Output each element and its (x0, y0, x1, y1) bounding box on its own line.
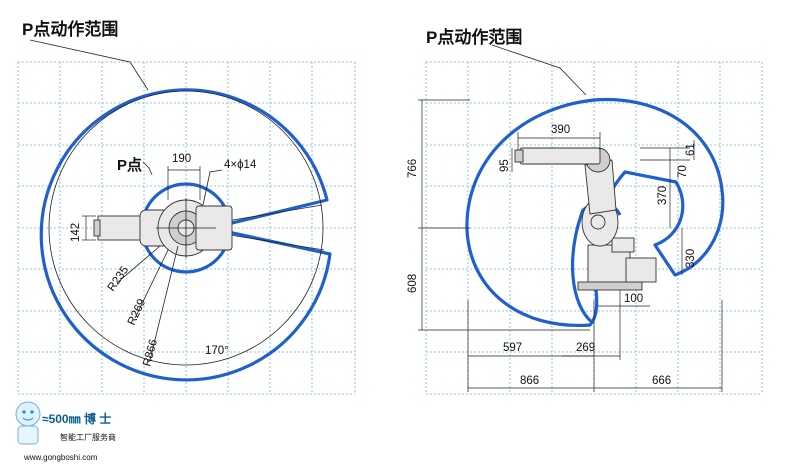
dim-608: 608 (407, 274, 419, 293)
watermark-url: www.gongboshi.com (23, 453, 98, 462)
dim-142: 142 (70, 223, 82, 242)
left-title: P点动作范围 (22, 19, 118, 39)
dim-866: 866 (520, 375, 539, 387)
dim-190: 190 (172, 153, 191, 165)
dim-holes: 4×ϕ14 (224, 159, 257, 171)
dim-370: 370 (657, 186, 669, 205)
watermark-brand: ≈500㎜ 博 士 (42, 411, 111, 426)
dim-766: 766 (407, 159, 419, 178)
outer-envelope-arc (39, 88, 332, 382)
robot-side-view (514, 147, 657, 291)
r866-reference-circle (48, 90, 324, 366)
dim-269: 269 (576, 342, 595, 354)
right-title: P点动作范围 (426, 27, 522, 47)
mascot-icon (15, 401, 41, 445)
dim-r235: R235 (106, 264, 132, 293)
dim-r269: R269 (126, 297, 148, 327)
dim-666: 666 (652, 375, 671, 387)
left-view: P点动作范围 P点 190 4×ϕ14 142 R235 R269 R866 1… (17, 19, 356, 395)
dim-597: 597 (503, 342, 522, 354)
dim-330: 330 (685, 249, 697, 268)
watermark: ≈500㎜ 博 士 智能工厂服务商 www.gongboshi.com (15, 401, 116, 462)
dim-390: 390 (551, 124, 570, 136)
right-view: P点动作范围 390 95 766 608 370 70 61 330 100 … (407, 27, 763, 395)
dim-angle: 170° (205, 345, 229, 357)
robot-top-view (93, 198, 233, 258)
dim-70: 70 (677, 165, 689, 178)
watermark-tagline: 智能工厂服务商 (60, 432, 116, 442)
dim-95: 95 (499, 159, 511, 172)
dim-61: 61 (685, 143, 697, 156)
p-point-label: P点 (117, 157, 142, 174)
dim-100: 100 (624, 293, 643, 305)
